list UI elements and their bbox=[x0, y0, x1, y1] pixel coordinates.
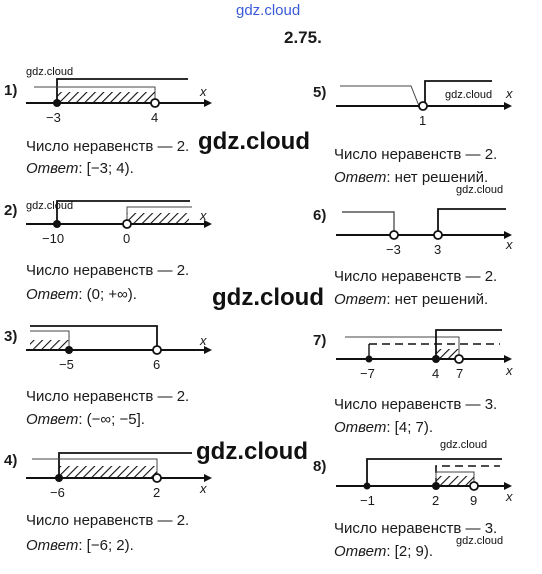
inequality-count: Число неравенств — 2. bbox=[334, 146, 498, 163]
inequality-count: Число неравенств — 2. bbox=[26, 512, 190, 529]
tick-label: −10 bbox=[42, 231, 65, 246]
problem-number: 6) bbox=[313, 207, 327, 224]
problem-number: 8) bbox=[313, 458, 327, 475]
tick-label: −7 bbox=[360, 366, 375, 381]
tick-label: −5 bbox=[59, 357, 74, 372]
number-line-3 bbox=[26, 325, 212, 355]
answer: Ответ: нет решений. bbox=[334, 291, 489, 308]
tick-label: 3 bbox=[434, 242, 442, 257]
tick-label: 6 bbox=[153, 357, 161, 372]
watermark: gdz.cloud bbox=[26, 200, 74, 212]
problem-number: 1) bbox=[4, 82, 18, 99]
number-line-4 bbox=[26, 452, 212, 483]
number-line-2 bbox=[26, 200, 212, 229]
axis-label-x: x bbox=[200, 84, 207, 99]
tick-label: 4 bbox=[432, 366, 440, 381]
tick-label: 1 bbox=[419, 113, 427, 128]
answer: Ответ: [−3; 4). bbox=[26, 160, 134, 177]
axis-label-x: x bbox=[506, 86, 513, 101]
axis-label-x: x bbox=[200, 481, 207, 496]
tick-label: −3 bbox=[386, 242, 401, 257]
exercise-number: 2.75. bbox=[284, 28, 322, 47]
problem-number: 5) bbox=[313, 84, 327, 101]
answer: Ответ: [2; 9). bbox=[334, 543, 434, 560]
problem-number: 4) bbox=[4, 452, 18, 469]
axis-label-x: x bbox=[506, 237, 513, 252]
tick-label: 2 bbox=[153, 485, 161, 500]
inequality-count: Число неравенств — 2. bbox=[26, 388, 190, 405]
inequality-count: Число неравенств — 2. bbox=[26, 262, 190, 279]
problem-number: 3) bbox=[4, 328, 18, 345]
answer: Ответ: (0; +∞). bbox=[26, 286, 137, 303]
answer: Ответ: нет решений. bbox=[334, 169, 489, 186]
number-line-6 bbox=[336, 208, 512, 240]
number-line-1 bbox=[26, 78, 212, 108]
watermark: gdz.cloud bbox=[212, 284, 324, 311]
watermark: gdz.cloud bbox=[456, 184, 504, 196]
watermark: gdz.cloud bbox=[26, 66, 74, 78]
answer: Ответ: (−∞; −5]. bbox=[26, 411, 145, 428]
inequality-count: Число неравенств — 2. bbox=[334, 268, 498, 285]
axis-label-x: x bbox=[506, 363, 513, 378]
tick-label: 2 bbox=[432, 493, 440, 508]
number-line-8 bbox=[336, 458, 512, 491]
answer: Ответ: [4; 7). bbox=[334, 419, 434, 436]
watermark: gdz.cloud bbox=[456, 535, 504, 547]
tick-label: 0 bbox=[123, 231, 131, 246]
watermark: gdz.cloud bbox=[198, 128, 310, 155]
tick-label: −3 bbox=[46, 110, 61, 125]
axis-label-x: x bbox=[200, 208, 207, 223]
watermark: gdz.cloud bbox=[196, 438, 308, 465]
inequality-count: Число неравенств — 3. bbox=[334, 520, 498, 537]
tick-label: 9 bbox=[470, 493, 478, 508]
watermark-top: gdz.cloud bbox=[236, 2, 301, 19]
tick-label: −1 bbox=[360, 493, 375, 508]
problem-number: 7) bbox=[313, 332, 327, 349]
tick-label: 4 bbox=[151, 110, 159, 125]
watermark: gdz.cloud bbox=[445, 89, 493, 101]
number-line-7 bbox=[336, 329, 512, 364]
number-line-5 bbox=[336, 80, 512, 111]
watermark: gdz.cloud bbox=[440, 439, 488, 451]
tick-label: 7 bbox=[456, 366, 464, 381]
axis-label-x: x bbox=[506, 489, 513, 504]
axis-label-x: x bbox=[200, 333, 207, 348]
problem-number: 2) bbox=[4, 202, 18, 219]
inequality-count: Число неравенств — 3. bbox=[334, 396, 498, 413]
tick-label: −6 bbox=[50, 485, 65, 500]
inequality-count: Число неравенств — 2. bbox=[26, 138, 190, 155]
answer: Ответ: [−6; 2). bbox=[26, 537, 134, 554]
